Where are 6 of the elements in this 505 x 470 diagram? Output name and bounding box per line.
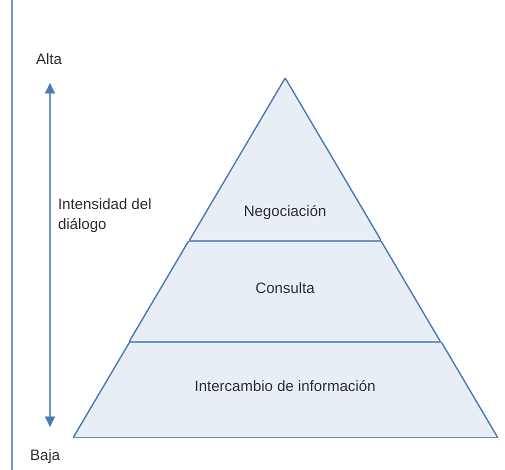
scale-label: Baja: [30, 446, 60, 466]
tier-label: Negociación: [242, 203, 328, 220]
tier-label: Consulta: [254, 280, 316, 296]
tier-label: Intercambio de información: [194, 378, 376, 395]
axis-label: Intensidad del diálogo: [58, 195, 152, 235]
scale-label: Alta: [36, 50, 62, 70]
